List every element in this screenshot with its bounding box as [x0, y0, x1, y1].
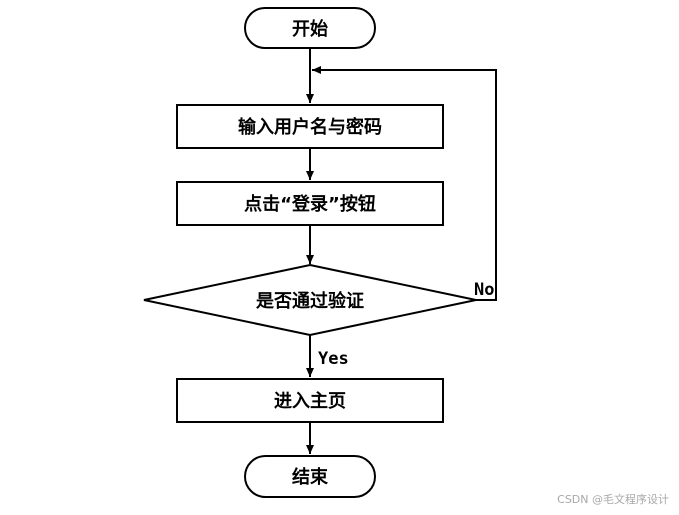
input-credentials-label: 输入用户名与密码	[238, 116, 382, 138]
arrow-no-loop-back	[312, 66, 497, 301]
decision-label: 是否通过验证	[255, 290, 364, 312]
click-login-node: 点击“登录”按钮	[176, 181, 444, 226]
no-branch-label: No	[474, 280, 494, 300]
end-node: 结束	[244, 455, 376, 498]
enter-home-label: 进入主页	[274, 390, 346, 412]
start-label: 开始	[292, 18, 328, 40]
click-login-label: 点击“登录”按钮	[244, 193, 376, 215]
input-credentials-node: 输入用户名与密码	[176, 104, 444, 149]
start-node: 开始	[244, 7, 376, 49]
yes-branch-label: Yes	[318, 349, 349, 369]
csdn-watermark: CSDN @毛文程序设计	[557, 493, 669, 506]
decision-node: 是否通过验证	[143, 263, 477, 337]
end-label: 结束	[292, 466, 329, 488]
enter-home-node: 进入主页	[176, 378, 444, 423]
